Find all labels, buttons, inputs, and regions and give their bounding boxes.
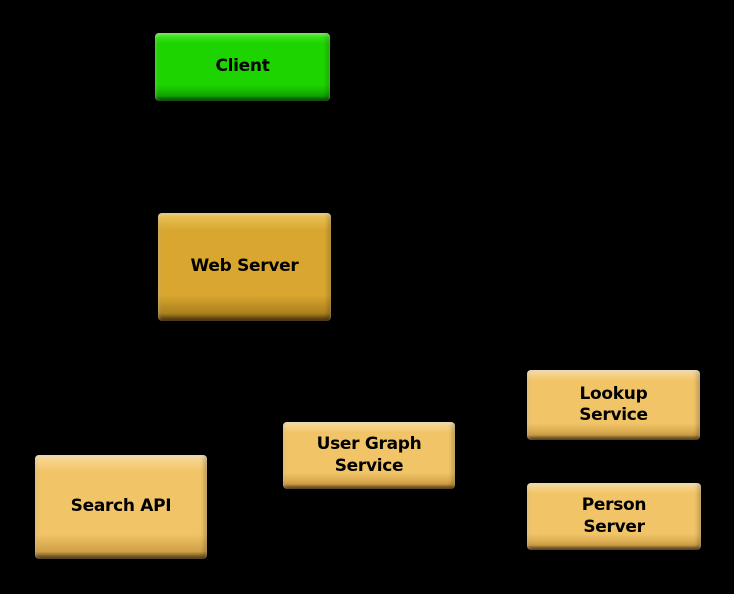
node-client-label: Client [215, 56, 270, 77]
node-lookup-service: Lookup Service [527, 370, 700, 440]
node-user-graph-service: User Graph Service [283, 422, 455, 489]
node-user-graph-service-label: User Graph Service [316, 434, 422, 476]
node-lookup-service-label: Lookup Service [579, 383, 648, 425]
node-person-server-label: Person Server [581, 495, 647, 537]
node-search-api-label: Search API [70, 496, 172, 517]
node-web-server-label: Web Server [190, 256, 299, 277]
node-web-server: Web Server [158, 213, 331, 321]
node-person-server: Person Server [527, 483, 701, 550]
node-client: Client [155, 33, 330, 101]
node-search-api: Search API [35, 455, 207, 559]
